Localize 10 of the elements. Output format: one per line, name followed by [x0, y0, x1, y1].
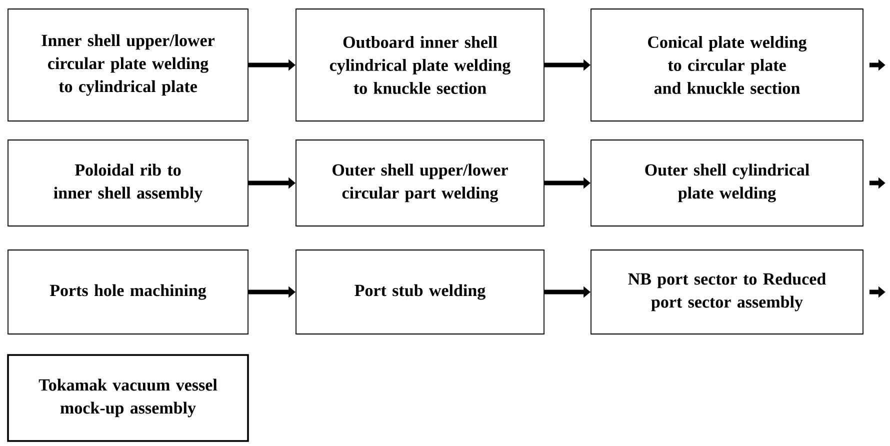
process-box: Outer shell upper/lower circular part welding	[296, 140, 544, 226]
process-box: Conical plate welding to circular plate and knuckle section	[590, 8, 864, 122]
process-box: Port stub welding	[296, 250, 544, 334]
process-box: Ports hole machining	[8, 250, 248, 334]
process-box: Poloidal rib to inner shell assembly	[8, 140, 248, 226]
process-box: Outboard inner shell cylindrical plate welding to knuckle section	[296, 8, 544, 122]
process-box: Inner shell upper/lower circular plate welding to cylindrical plate	[8, 8, 248, 122]
process-box: Outer shell cylindrical plate welding	[590, 140, 864, 226]
process-box: Tokamak vacuum vessel mock-up assembly	[7, 354, 249, 442]
process-box: NB port sector to Reduced port sector assembly	[590, 250, 864, 334]
